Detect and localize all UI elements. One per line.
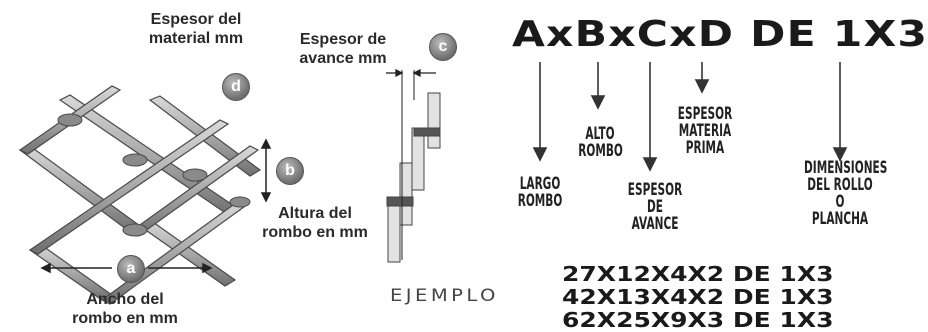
- part-dimensiones: DIMENSIONES DEL ROLLO O PLANCHA: [804, 158, 888, 229]
- width-arrow: [40, 262, 213, 274]
- badge-c: c: [429, 33, 457, 61]
- advance-dimension: [386, 68, 436, 260]
- example-label: EJEMPLO: [390, 286, 499, 306]
- example-3: 62X25X9X3 DE 1X3: [562, 308, 834, 332]
- part-materia: ESPESOR MATERIA PRIMA: [677, 104, 733, 158]
- step-profile: [386, 92, 441, 263]
- height-arrow: [260, 138, 272, 203]
- mesh-nodes: [57, 113, 251, 237]
- material-thickness-label: Espesor del material mm: [148, 11, 244, 47]
- example-2: 42X13X4X2 DE 1X3: [562, 285, 834, 309]
- diagram-canvas: d b a c Espesor del material mm Espesor …: [18, 11, 927, 332]
- formula-title: AxBxCxD DE 1X3: [512, 14, 928, 55]
- advance-thickness-label: Espesor de avance mm: [299, 31, 387, 67]
- badge-a: a: [117, 255, 145, 283]
- rhombus-width-label: Ancho del rombo en mm: [72, 291, 178, 327]
- badge-d: d: [222, 73, 250, 101]
- example-1: 27X12X4X2 DE 1X3: [562, 262, 834, 286]
- formula-arrows: [532, 62, 848, 172]
- part-largo: LARGO ROMBO: [517, 174, 563, 211]
- rhombus-height-label: Altura del rombo en mm: [262, 205, 368, 241]
- part-avance: ESPESOR DE AVANCE: [627, 180, 683, 234]
- badge-b: b: [276, 157, 304, 185]
- part-alto: ALTO ROMBO: [578, 124, 623, 161]
